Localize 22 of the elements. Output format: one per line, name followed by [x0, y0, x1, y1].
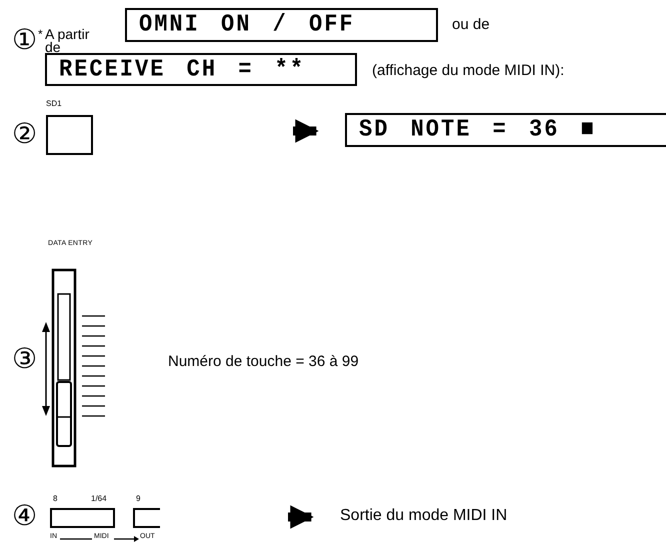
- range-text: Numéro de touche = 36 à 99: [168, 354, 359, 369]
- result-text: Sortie du mode MIDI IN: [340, 505, 560, 527]
- note-text: (affichage du mode MIDI IN):: [372, 63, 564, 78]
- key-label: SD1: [46, 100, 62, 108]
- push-button: [50, 508, 115, 528]
- block-arrow: [288, 505, 314, 529]
- lcd-display: SD NOTE = 36 ■: [345, 113, 666, 147]
- lcd-display: OMNI ON / OFF: [125, 8, 438, 42]
- push-button: [46, 115, 93, 155]
- key-label: 1/64: [91, 495, 107, 503]
- step-number: ①: [12, 26, 38, 54]
- lcd-display: RECEIVE CH = **: [45, 53, 357, 86]
- footnote-mark: *: [38, 28, 43, 40]
- block-arrow: [293, 119, 319, 143]
- connector-text: ou de: [452, 17, 490, 32]
- step-number: ④: [12, 502, 38, 530]
- intro-text: A partir de: [45, 28, 90, 54]
- push-button: [133, 508, 160, 528]
- key-label: 9: [136, 495, 140, 503]
- step-number: ③: [12, 345, 38, 373]
- key-label: 8: [53, 495, 58, 503]
- step-number: ②: [12, 120, 38, 148]
